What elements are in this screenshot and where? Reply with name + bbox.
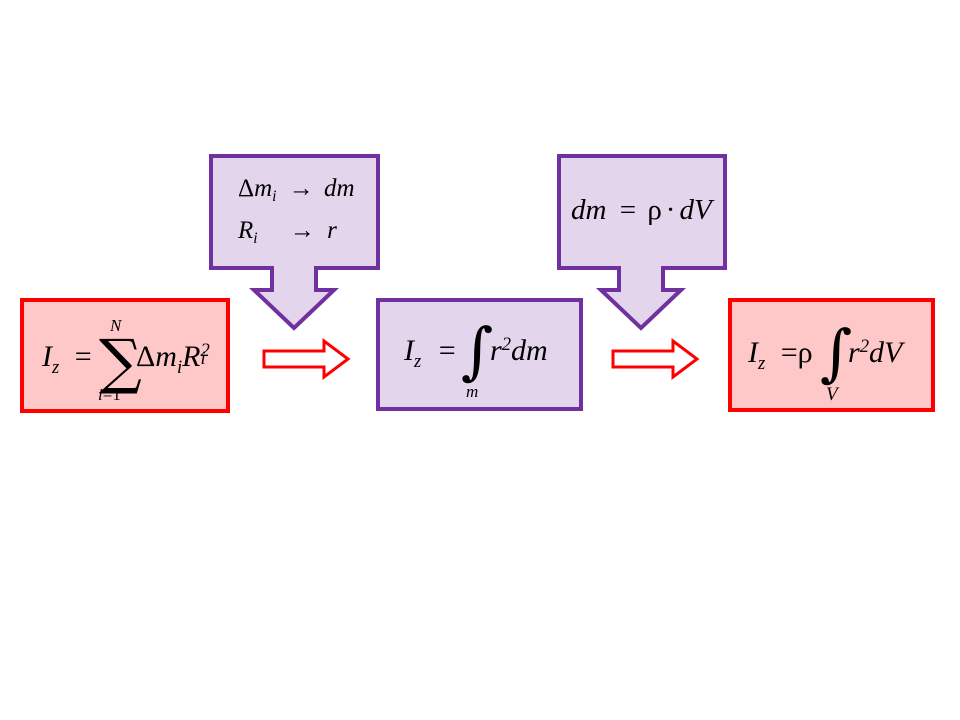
formula-mass-integral-rhs: r2dm: [490, 333, 548, 367]
formula-discrete-lhs: Iz =: [42, 340, 92, 378]
integral-mass-box: Iz = ∫ m r2dm: [376, 298, 583, 411]
sum-lower-limit: i=1: [98, 385, 121, 404]
sigma-symbol: ∑: [99, 327, 142, 397]
integral-lower-limit-volume: V: [826, 384, 838, 405]
integral-symbol-volume: ∫: [820, 316, 853, 389]
formula-volume-integral-lhs: Iz =ρ: [748, 336, 813, 374]
substitution-mass-line: Δmi → dm: [238, 175, 355, 206]
formula-volume-integral-rhs: r2dV: [848, 335, 903, 369]
integral-lower-limit-mass: m: [466, 382, 479, 401]
mass-density-relation: dm = ρ·dV: [571, 194, 712, 226]
integral-symbol-mass: ∫: [461, 314, 494, 387]
formula-mass-integral-lhs: Iz =: [404, 334, 456, 372]
integral-volume-box: Iz =ρ ∫ V r2dV: [728, 298, 935, 412]
right-arrow-2: [611, 338, 700, 380]
right-arrow-1: [262, 338, 351, 380]
substitution-radius-line: Ri → r: [238, 217, 337, 248]
sum-upper-limit: N: [110, 316, 122, 335]
